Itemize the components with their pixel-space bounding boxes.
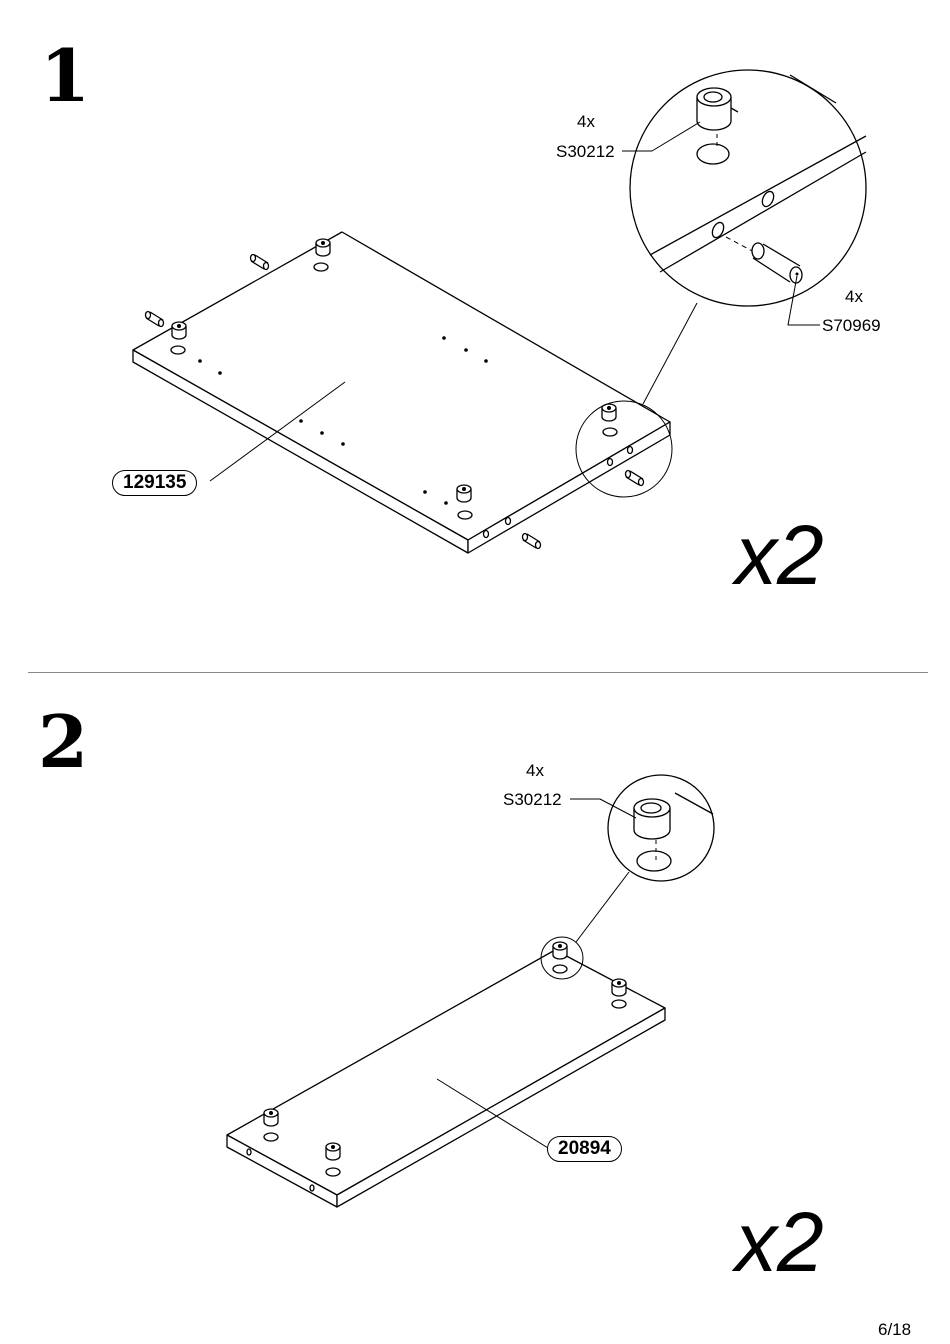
cam-fitting-code: S30212 xyxy=(556,142,615,162)
cam-lock-fitting-icon xyxy=(553,942,567,959)
dowel-code: S70969 xyxy=(822,316,881,336)
cam-fitting-count: 4x xyxy=(577,112,595,132)
cam-lock-fitting-icon xyxy=(326,1143,340,1160)
quantity-multiplier: x2 xyxy=(735,513,824,597)
wooden-dowel-icon xyxy=(523,534,541,549)
cam-lock-fitting-icon xyxy=(457,485,471,502)
wooden-dowel-icon xyxy=(146,312,164,327)
cam-lock-fitting-icon xyxy=(264,1109,278,1126)
cam-fitting-count: 4x xyxy=(526,761,544,781)
panel-129135-drawing xyxy=(133,232,670,553)
cam-lock-fitting-icon xyxy=(172,322,186,339)
section-divider xyxy=(28,672,928,673)
cam-lock-fitting-icon xyxy=(316,239,330,256)
dowel-count: 4x xyxy=(845,287,863,307)
detail-magnifier-icon xyxy=(608,775,714,881)
cam-fitting-code: S30212 xyxy=(503,790,562,810)
step-number: 1 xyxy=(40,40,90,112)
panel-part-number: 129135 xyxy=(112,470,197,496)
wooden-dowel-icon xyxy=(626,471,644,486)
wooden-dowel-icon xyxy=(251,255,269,270)
quantity-multiplier: x2 xyxy=(735,1200,824,1284)
panel-part-number: 20894 xyxy=(547,1136,622,1162)
panel-20894-drawing xyxy=(227,950,665,1207)
cam-lock-fitting-icon xyxy=(612,979,626,996)
page-number: 6/18 xyxy=(878,1320,911,1340)
step-number: 2 xyxy=(38,706,88,778)
detail-magnifier-icon xyxy=(630,70,866,306)
cam-lock-fitting-icon xyxy=(602,404,616,421)
